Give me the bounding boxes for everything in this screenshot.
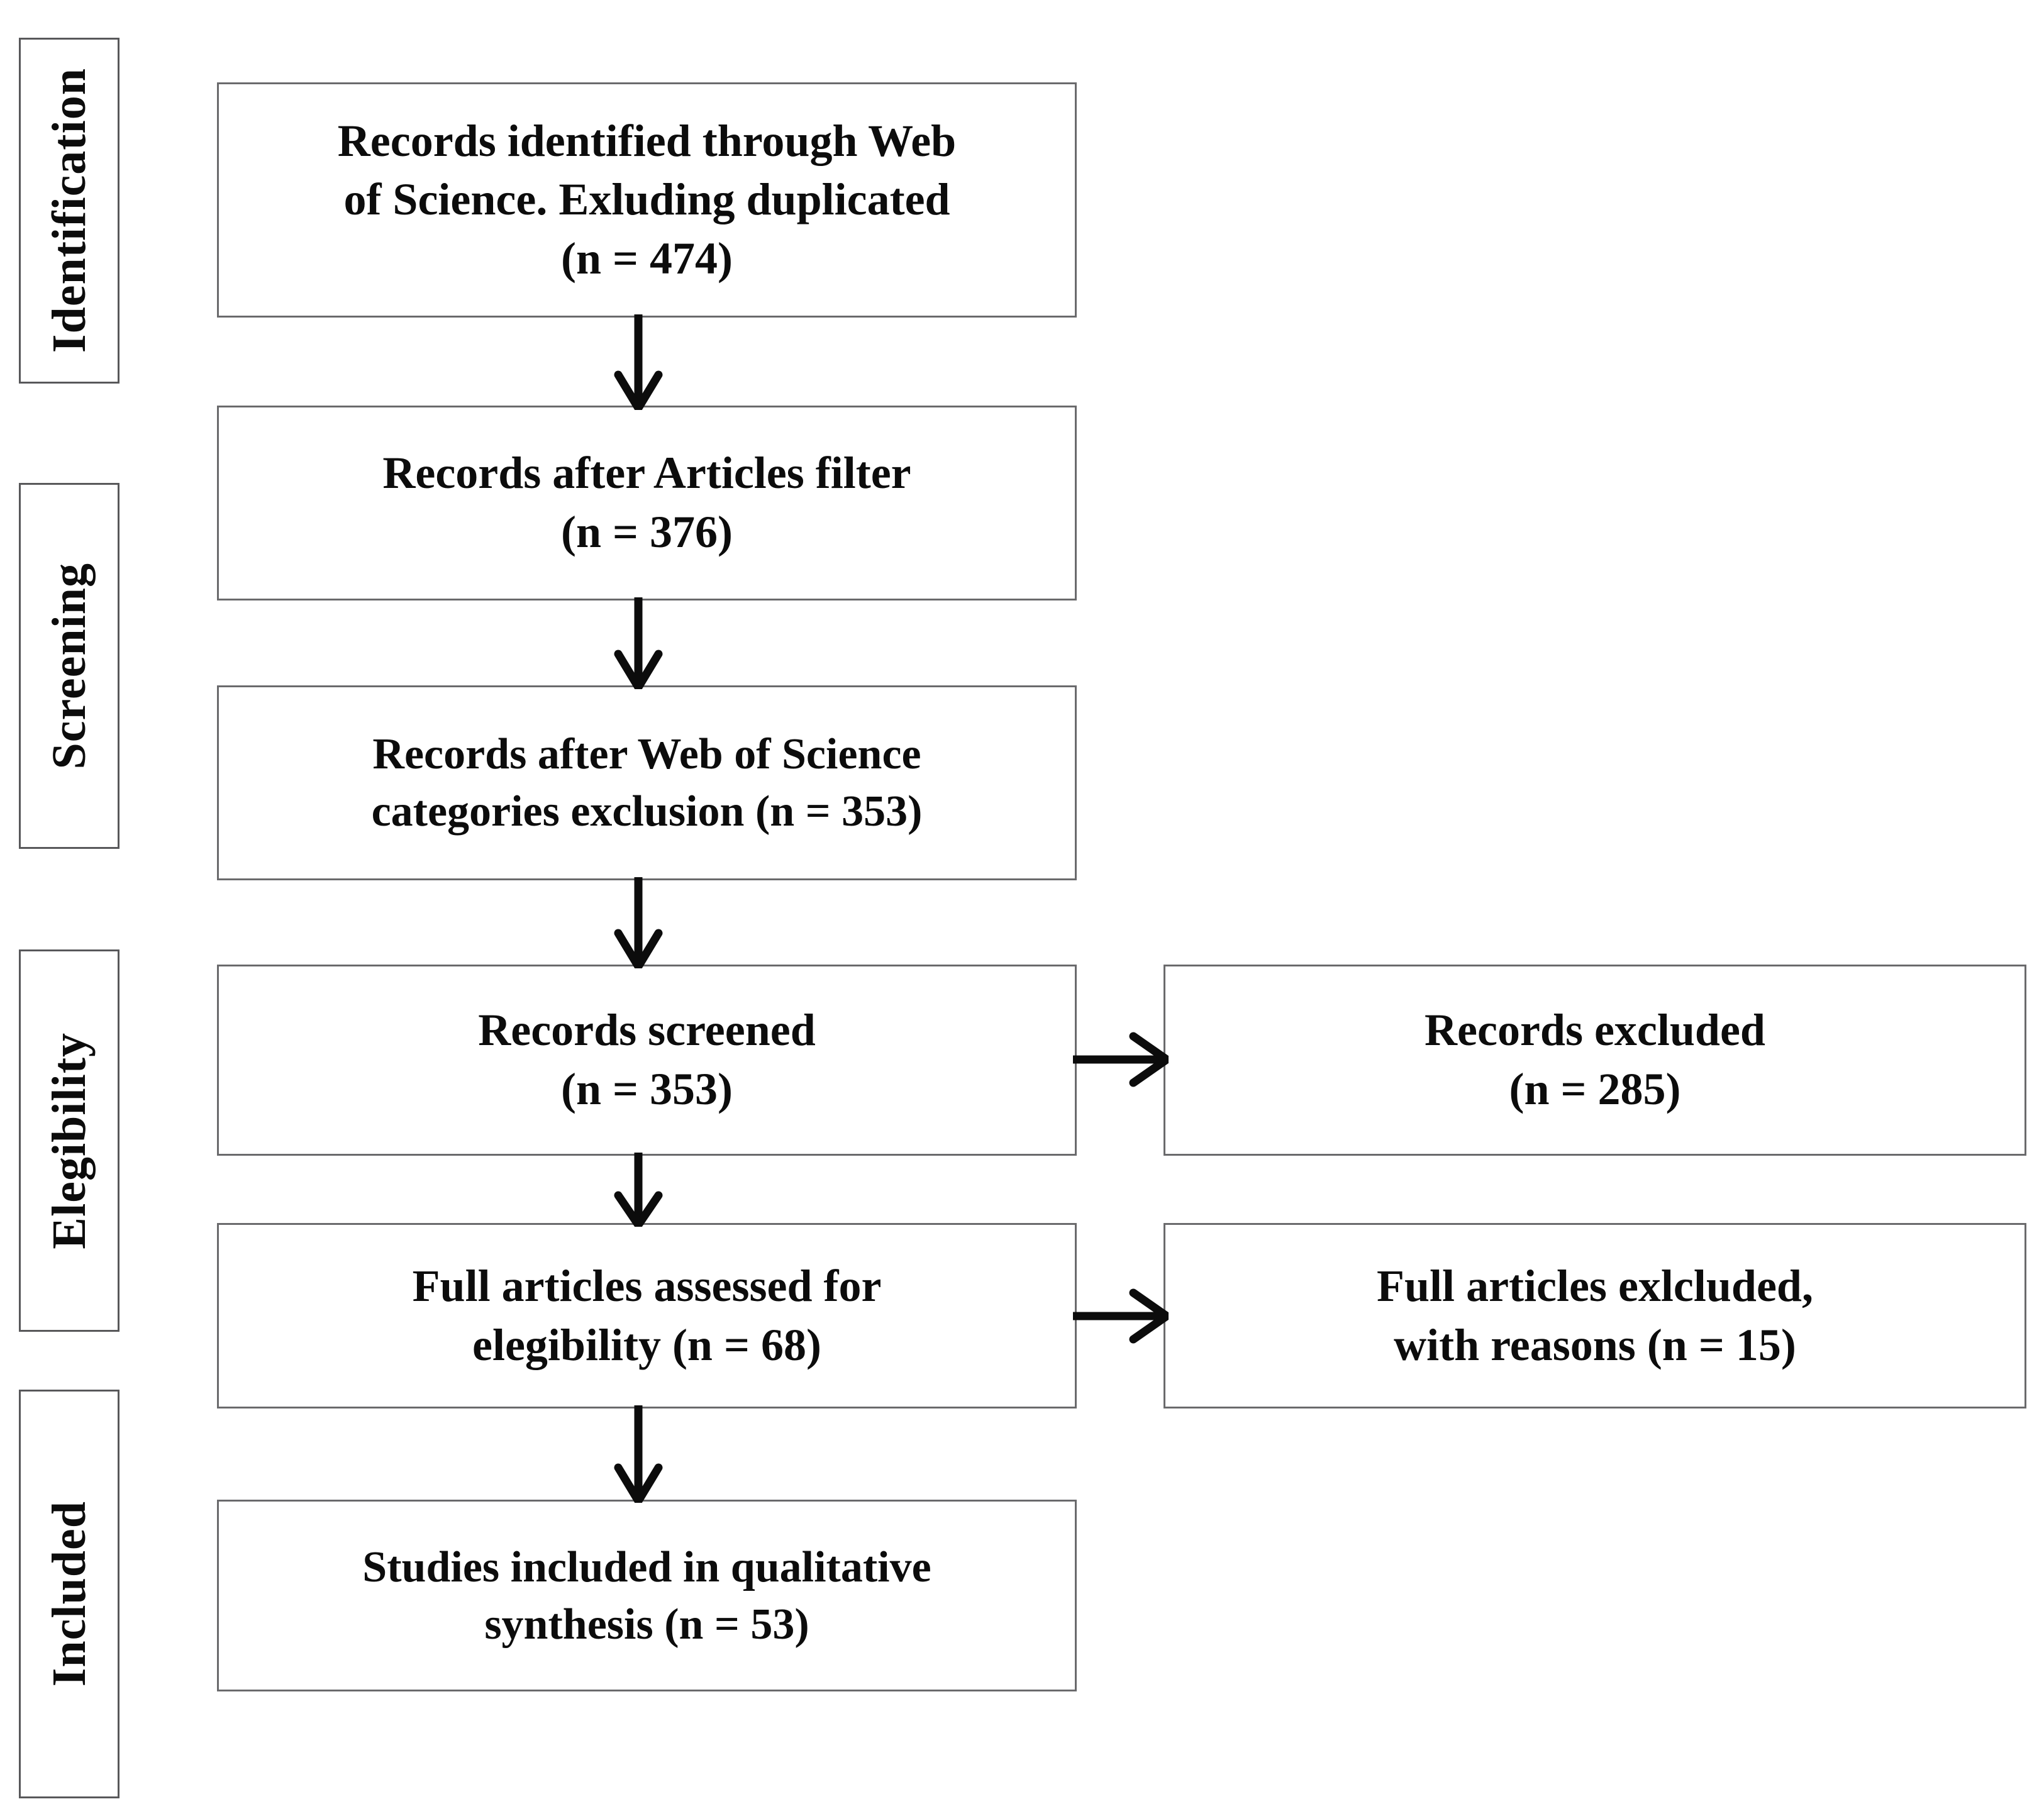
node-records-after-articles-filter: Records after Articles filter (n = 376) (217, 406, 1077, 600)
node-studies-included: Studies included in qualitative synthesi… (217, 1500, 1077, 1691)
node-full-articles-excluded: Full articles exlcluded, with reasons (n… (1164, 1223, 2026, 1408)
stage-label-included: Included (43, 1501, 96, 1687)
node-records-screened: Records screened (n = 353) (217, 965, 1077, 1156)
stage-box-identification: Identification (19, 38, 119, 384)
node-records-excluded: Records excluded (n = 285) (1164, 965, 2026, 1156)
stage-box-screening: Screening (19, 483, 119, 849)
node-records-after-categories-exclusion: Records after Web of Science categories … (217, 685, 1077, 880)
stage-box-elegibility: Elegibility (19, 949, 119, 1332)
arrow-categories-to-screened (613, 877, 664, 968)
arrow-screened-to-assessed (613, 1153, 664, 1227)
arrow-identified-to-filter (613, 314, 664, 410)
stage-label-screening: Screening (43, 562, 96, 770)
stage-label-identification: Identification (43, 68, 96, 353)
node-records-identified-text: Records identified through Web of Scienc… (337, 115, 957, 284)
arrow-assessed-to-included (613, 1405, 664, 1503)
arrow-filter-to-categories (613, 597, 664, 689)
arrow-assessed-to-excluded (1073, 1288, 1169, 1344)
node-records-after-categories-exclusion-text: Records after Web of Science categories … (371, 730, 923, 836)
stage-label-elegibility: Elegibility (43, 1032, 96, 1249)
node-full-articles-assessed-text: Full articles assessed for elegibility (… (412, 1260, 882, 1370)
node-full-articles-assessed: Full articles assessed for elegibility (… (217, 1223, 1077, 1408)
node-records-after-articles-filter-text: Records after Articles filter (n = 376) (382, 448, 911, 557)
node-records-identified: Records identified through Web of Scienc… (217, 82, 1077, 318)
node-studies-included-text: Studies included in qualitative synthesi… (362, 1542, 931, 1649)
arrow-screened-to-excluded (1073, 1031, 1169, 1088)
stage-box-included: Included (19, 1390, 119, 1798)
node-full-articles-excluded-text: Full articles exlcluded, with reasons (n… (1377, 1260, 1813, 1370)
node-records-screened-text: Records screened (n = 353) (478, 1005, 816, 1114)
node-records-excluded-text: Records excluded (n = 285) (1425, 1005, 1765, 1114)
